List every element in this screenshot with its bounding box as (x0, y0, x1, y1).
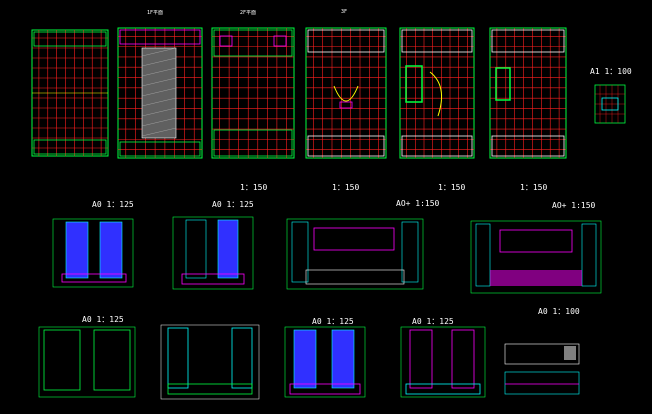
floor-plan-1[interactable] (30, 28, 110, 158)
scale-label-side: A1 1：100 (590, 67, 632, 76)
section-4-drawing (400, 326, 486, 398)
floor-plan-4-drawing (305, 27, 387, 159)
floor-plan-1-drawing (31, 29, 109, 157)
elevation-2[interactable] (172, 216, 254, 290)
elevation-4-drawing (470, 220, 602, 294)
detail-plan-a1[interactable] (594, 84, 626, 124)
elev-label-4: AO+ 1:150 (552, 201, 596, 210)
scale-label-2: 1：150 (332, 183, 360, 192)
floor-plan-2[interactable] (116, 26, 204, 160)
elev-label-2: A0 1：125 (212, 200, 254, 209)
section-2-drawing (160, 324, 260, 400)
elev-label-1: A0 1：125 (92, 200, 134, 209)
elevation-3[interactable] (286, 218, 424, 290)
section-label-4: A0 1：100 (538, 307, 580, 316)
elevation-4[interactable] (470, 220, 602, 294)
floor-plan-3-drawing (211, 27, 295, 159)
sheet-title-2: 2F平面 (240, 10, 257, 16)
section-label-1: A0 1：125 (82, 315, 124, 324)
sheet-title-3: 3F (341, 9, 348, 15)
floor-plan-3[interactable] (210, 26, 296, 160)
scale-label-1: 1：150 (240, 183, 268, 192)
elevation-1-drawing (52, 218, 134, 288)
section-3[interactable] (284, 326, 366, 398)
elevation-2-drawing (172, 216, 254, 290)
floor-plan-5[interactable] (398, 26, 476, 160)
scale-label-4: 1：150 (520, 183, 548, 192)
scale-label-3: 1：150 (438, 183, 466, 192)
section-5-drawing (504, 343, 580, 395)
floor-plan-4[interactable] (304, 26, 388, 160)
sheet-title-1: 1F平面 (147, 10, 164, 16)
section-label-3: A0 1：125 (412, 317, 454, 326)
section-1[interactable] (38, 326, 136, 398)
section-3-drawing (284, 326, 366, 398)
floor-plan-6-drawing (489, 27, 567, 159)
floor-plan-2-drawing (117, 27, 203, 159)
floor-plan-5-drawing (399, 27, 475, 159)
floor-plan-6[interactable] (488, 26, 568, 160)
elevation-1[interactable] (52, 218, 134, 288)
section-label-2: A0 1：125 (312, 317, 354, 326)
section-4[interactable] (400, 326, 486, 398)
section-1-drawing (38, 326, 136, 398)
section-5[interactable] (504, 340, 580, 398)
elev-label-3: AO+ 1:150 (396, 199, 440, 208)
section-2[interactable] (160, 324, 260, 400)
elevation-3-drawing (286, 218, 424, 290)
detail-plan-drawing (594, 84, 626, 124)
